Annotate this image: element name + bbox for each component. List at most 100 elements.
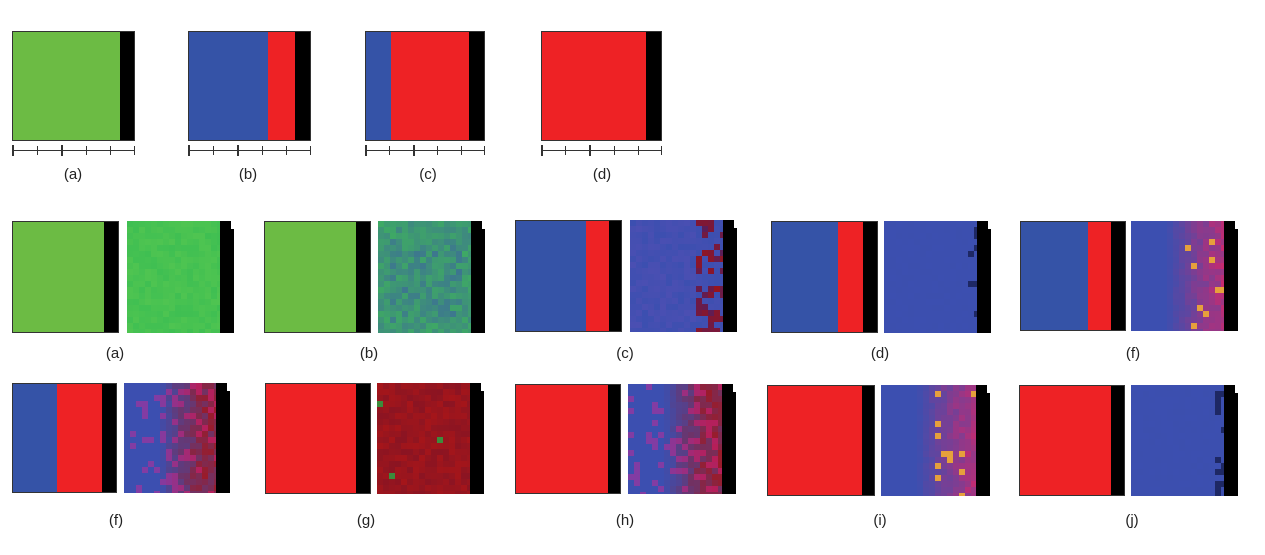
segment-red	[57, 383, 103, 493]
top-panel-a	[12, 31, 135, 141]
segment-black	[102, 383, 117, 493]
top-caption-b: (b)	[238, 166, 258, 183]
segment-black	[1111, 385, 1125, 496]
ruler-tick	[413, 145, 415, 156]
segment-black	[120, 31, 135, 141]
bot-result-h	[628, 384, 736, 494]
ruler-tick	[365, 145, 367, 156]
bot-target-f	[12, 383, 117, 493]
ruler-tick	[310, 146, 311, 155]
panel-border	[541, 31, 662, 141]
bot-caption-i: (i)	[873, 512, 887, 529]
segment-red	[838, 221, 864, 333]
panel-border	[12, 31, 135, 141]
reconstruction-canvas	[630, 220, 737, 332]
bot-result-g	[377, 383, 484, 494]
scale-ruler-c	[365, 145, 485, 157]
panel-border	[1020, 221, 1126, 331]
panel-border	[12, 221, 119, 333]
mid-caption-f: (f)	[1125, 345, 1141, 362]
top-panel-d	[541, 31, 662, 141]
panel-border	[264, 221, 371, 333]
panel-border	[515, 220, 622, 332]
panel-border	[12, 383, 117, 493]
mid-caption-a: (a)	[105, 345, 125, 362]
segment-red	[265, 383, 357, 494]
mid-result-d	[884, 221, 991, 333]
reconstruction-canvas	[124, 383, 230, 493]
scale-ruler-b	[188, 145, 311, 157]
segment-black	[609, 220, 622, 332]
segment-red	[391, 31, 470, 141]
bot-caption-g: (g)	[356, 512, 376, 529]
panel-border	[1019, 385, 1125, 496]
segment-black	[104, 221, 119, 333]
segment-red	[267, 31, 295, 141]
mid-result-a	[127, 221, 234, 333]
top-caption-a: (a)	[63, 166, 83, 183]
bot-target-g	[265, 383, 371, 494]
segment-red	[541, 31, 647, 141]
ruler-tick	[589, 145, 592, 156]
ruler-tick	[437, 146, 438, 155]
segment-black	[356, 383, 371, 494]
panel-border	[188, 31, 311, 141]
ruler-tick	[541, 145, 543, 156]
ruler-line	[365, 150, 485, 151]
ruler-tick	[12, 145, 14, 156]
ruler-tick	[188, 145, 190, 156]
panel-border	[771, 221, 878, 333]
bot-target-h	[515, 384, 621, 494]
segment-red	[515, 384, 609, 494]
segment-red	[585, 220, 610, 332]
mid-target-a	[12, 221, 119, 333]
mid-result-b	[378, 221, 485, 333]
reconstruction-canvas	[378, 221, 485, 333]
top-caption-d: (d)	[592, 166, 612, 183]
ruler-tick	[61, 145, 64, 156]
bot-target-i	[767, 385, 875, 496]
bot-caption-j: (j)	[1125, 512, 1139, 529]
reconstruction-canvas	[881, 385, 990, 496]
bot-caption-f: (f)	[108, 512, 124, 529]
panel-border	[365, 31, 485, 141]
segment-red	[767, 385, 863, 496]
mid-target-c	[515, 220, 622, 332]
segment-green	[264, 221, 357, 333]
segment-blue	[515, 220, 586, 332]
segment-green	[12, 31, 121, 141]
segment-black	[469, 31, 485, 141]
segment-red	[1019, 385, 1112, 496]
segment-blue	[188, 31, 268, 141]
scale-ruler-a	[12, 145, 135, 157]
panel-border	[515, 384, 621, 494]
segment-black	[295, 31, 311, 141]
reconstruction-canvas	[377, 383, 484, 494]
segment-blue	[1020, 221, 1088, 331]
ruler-tick	[484, 146, 485, 155]
segment-black	[356, 221, 371, 333]
bot-target-j	[1019, 385, 1125, 496]
ruler-tick	[36, 146, 38, 155]
segment-blue	[771, 221, 839, 333]
panel-border	[265, 383, 371, 494]
top-panel-c	[365, 31, 485, 141]
mid-result-c	[630, 220, 737, 332]
ruler-tick	[261, 146, 263, 155]
ruler-tick	[286, 146, 288, 155]
segment-black	[608, 384, 621, 494]
segment-blue	[365, 31, 392, 141]
mid-caption-b: (b)	[359, 345, 379, 362]
ruler-tick	[85, 146, 87, 155]
reconstruction-canvas	[1131, 221, 1238, 331]
panel-border	[767, 385, 875, 496]
top-panel-b	[188, 31, 311, 141]
mid-target-b	[264, 221, 371, 333]
segment-black	[646, 31, 662, 141]
segment-black	[1111, 221, 1126, 331]
ruler-tick	[661, 146, 662, 155]
scale-ruler-d	[541, 145, 662, 157]
ruler-tick	[212, 146, 214, 155]
ruler-tick	[461, 146, 462, 155]
mid-caption-d: (d)	[870, 345, 890, 362]
